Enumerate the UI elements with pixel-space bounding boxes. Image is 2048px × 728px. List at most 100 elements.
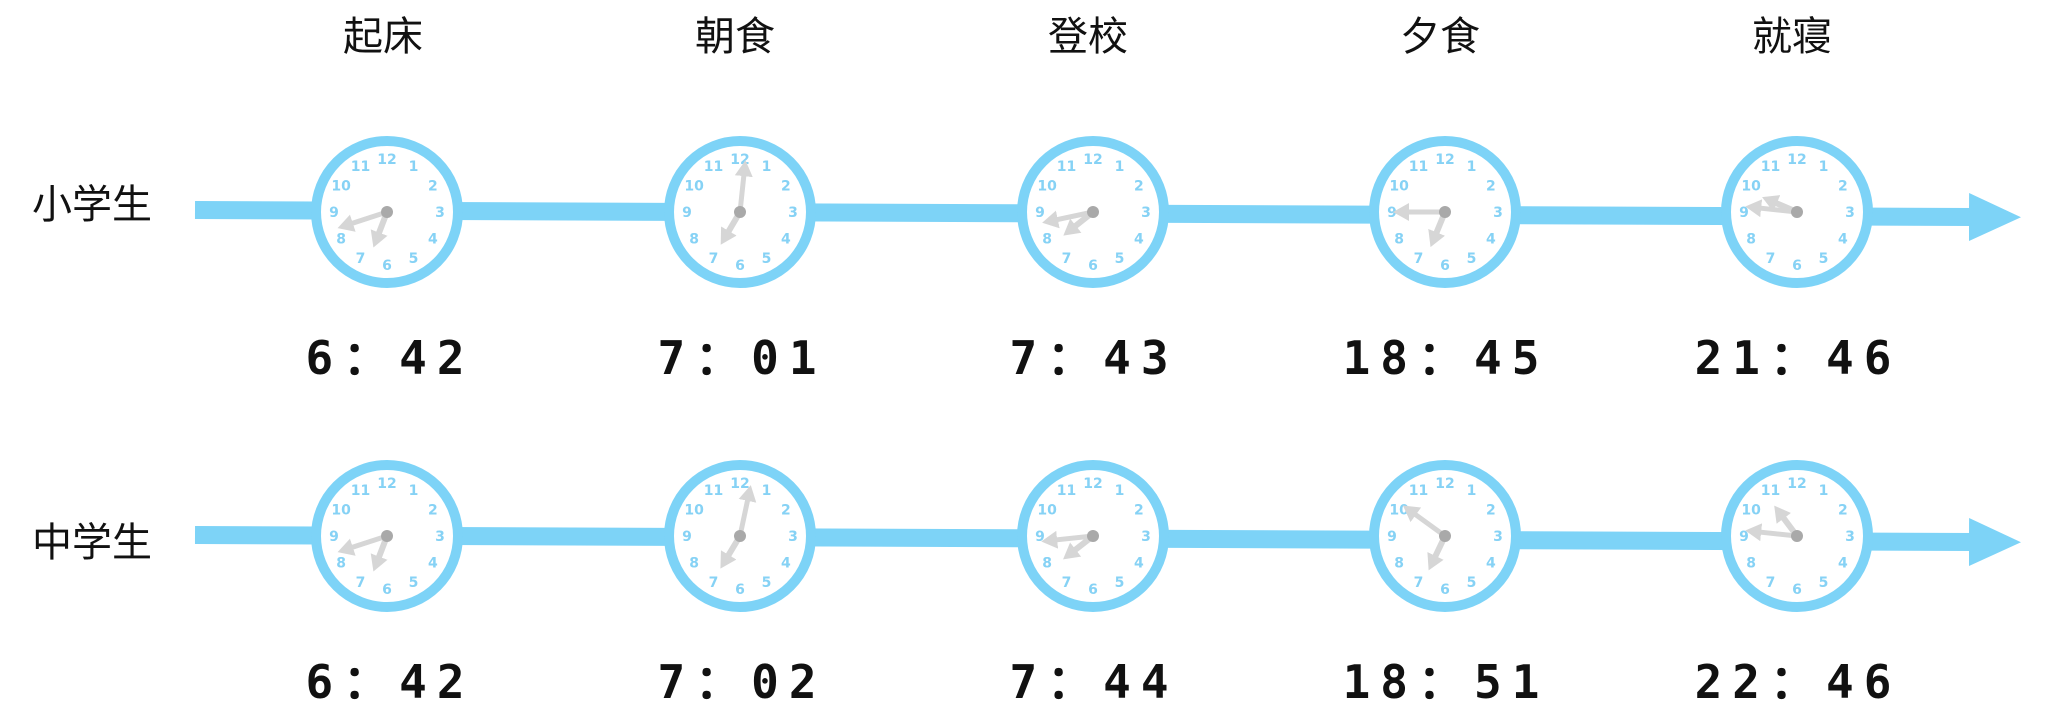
clock-elementary-breakfast-number: 3 [788,205,798,221]
column-label-breakfast: 朝食 [695,14,775,60]
clock-elementary-breakfast-number: 1 [762,159,772,175]
clock-elementary-bedtime-number: 7 [1766,251,1776,267]
clock-elementary-dinner-hub [1439,206,1451,218]
clock-junior-high-bedtime-number: 2 [1838,503,1848,519]
clock-junior-high-breakfast-number: 9 [682,529,692,545]
column-label-wake: 起床 [343,14,423,60]
clock-elementary-bedtime-minute-hand [1745,199,1800,218]
clock-elementary-school-number: 11 [1057,159,1076,175]
clock-elementary-school-number: 4 [1134,232,1144,248]
clock-elementary-school-number: 2 [1134,179,1144,195]
time-label-junior-high-school: 7：44 [1009,655,1178,709]
clock-elementary-bedtime-number: 10 [1741,179,1761,195]
clock-elementary-bedtime-number: 2 [1838,179,1848,195]
clock-junior-high-dinner-number: 5 [1467,575,1477,591]
clock-elementary-wake-hub [381,206,393,218]
column-label-dinner: 夕食 [1400,14,1480,60]
clock-junior-high-school-number: 3 [1141,529,1151,545]
clock-junior-high-dinner-minute-hand [1402,505,1448,539]
clock-elementary-wake-number: 6 [382,258,392,274]
clock-elementary-breakfast-number: 10 [684,179,704,195]
clock-junior-high-dinner-number: 3 [1493,529,1503,545]
clock-elementary-school-number: 3 [1141,205,1151,221]
clock-elementary-wake-number: 2 [428,179,438,195]
clock-elementary-bedtime-number: 1 [1819,159,1829,175]
time-label-junior-high-bedtime: 22：46 [1695,655,1902,709]
time-label-elementary-bedtime: 21：46 [1695,331,1902,385]
clock-junior-high-dinner-number: 11 [1409,483,1428,499]
clock-junior-high-breakfast-number: 2 [781,503,791,519]
clock-elementary-breakfast-number: 7 [709,251,719,267]
clock-junior-high-school-number: 6 [1088,582,1098,598]
clock-junior-high-wake-hub [381,530,393,542]
clock-junior-high-bedtime-number: 10 [1741,503,1761,519]
clock-elementary-breakfast-number: 12 [730,152,749,168]
clock-junior-high-wake-number: 5 [409,575,419,591]
clock-junior-high-bedtime-number: 4 [1838,556,1848,572]
time-label-junior-high-dinner: 18：51 [1343,655,1550,709]
clock-junior-high-breakfast-minute-hand [737,485,757,539]
clock-junior-high-wake-number: 10 [331,503,351,519]
row-label-junior-high: 中学生 [32,520,152,566]
clock-elementary-breakfast-hub [734,206,746,218]
clock-elementary-bedtime-number: 3 [1845,205,1855,221]
clock-elementary-school-number: 5 [1115,251,1125,267]
clock-elementary-school-number: 8 [1042,232,1052,248]
clock-junior-high-wake-number: 4 [428,556,438,572]
time-label-elementary-breakfast: 7：01 [657,331,826,385]
clock-junior-high-breakfast-hub [734,530,746,542]
clock-junior-high-bedtime-number: 5 [1819,575,1829,591]
clock-elementary-dinner-number: 10 [1389,179,1409,195]
clock-junior-high-wake-number: 9 [329,529,339,545]
clock-elementary-bedtime-number: 6 [1792,258,1802,274]
clock-elementary-breakfast-number: 5 [762,251,772,267]
clock-elementary-dinner-number: 11 [1409,159,1428,175]
clock-elementary-school-number: 1 [1115,159,1125,175]
column-label-school: 登校 [1048,14,1128,60]
clock-elementary-school-number: 6 [1088,258,1098,274]
clock-junior-high-school-number: 2 [1134,503,1144,519]
clock-junior-high-wake-number: 11 [351,483,370,499]
clock-elementary-dinner-number: 12 [1435,152,1454,168]
clock-junior-high-breakfast-number: 4 [781,556,791,572]
clock-elementary-wake-number: 11 [351,159,370,175]
column-label-bedtime: 就寝 [1752,14,1832,60]
time-label-junior-high-wake: 6：42 [305,655,474,709]
clock-junior-high-dinner-number: 8 [1394,556,1404,572]
clock-elementary-breakfast-number: 11 [704,159,723,175]
clock-junior-high-school-number: 4 [1134,556,1144,572]
time-label-junior-high-breakfast: 7：02 [657,655,826,709]
clock-junior-high-school-number: 8 [1042,556,1052,572]
clock-elementary-dinner-number: 2 [1486,179,1496,195]
clock-elementary-wake-number: 7 [356,251,366,267]
clock-elementary-wake-number: 5 [409,251,419,267]
clock-junior-high-school-number: 9 [1035,529,1045,545]
clock-junior-high-bedtime-number: 11 [1761,483,1780,499]
clock-elementary-bedtime-number: 4 [1838,232,1848,248]
clock-junior-high-bedtime-minute-hand [1745,523,1800,542]
clock-elementary-breakfast-minute-hand [734,160,753,215]
clock-junior-high-bedtime-number: 12 [1787,476,1806,492]
clock-elementary-dinner-number: 8 [1394,232,1404,248]
clock-elementary-school-minute-hand [1042,209,1096,229]
clock-elementary-breakfast-number: 4 [781,232,791,248]
clock-elementary-wake-number: 12 [377,152,396,168]
clock-elementary-dinner-number: 3 [1493,205,1503,221]
clock-elementary-breakfast-number: 8 [689,232,699,248]
clock-elementary-wake-number: 9 [329,205,339,221]
clock-junior-high-dinner-number: 7 [1414,575,1424,591]
clock-junior-high-dinner-number: 9 [1387,529,1397,545]
clock-elementary-school-hub [1087,206,1099,218]
clock-elementary-dinner-number: 4 [1486,232,1496,248]
clock-junior-high-breakfast-number: 8 [689,556,699,572]
clock-junior-high-school-number: 11 [1057,483,1076,499]
